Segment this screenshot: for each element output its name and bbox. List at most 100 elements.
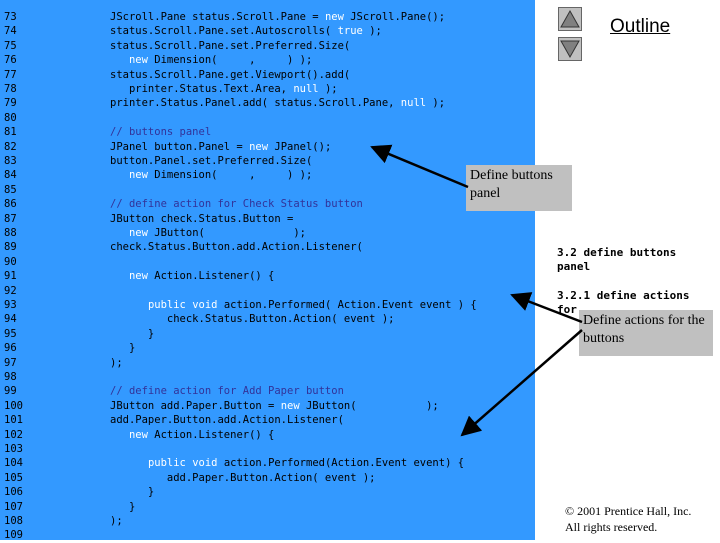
code-text: ); <box>318 83 338 95</box>
line-number: 82 <box>4 140 17 153</box>
code-text: Action.Listener() { <box>147 428 275 441</box>
code-text: add.Paper.Button.Action( event ); <box>110 471 376 484</box>
code-line: new Dimension( , ) ); <box>110 168 312 182</box>
arrow-to-button-panel <box>370 144 469 189</box>
code-text: status.Scroll.Pane.get.Viewport().add( <box>110 68 351 81</box>
code-text: JPanel button.Panel = <box>110 140 250 153</box>
code-line: JScroll.Pane status.Scroll.Pane = new JS… <box>110 10 445 24</box>
line-number: 76 <box>4 54 17 67</box>
line-number: 73 <box>4 11 17 23</box>
code-text: Dimension( , ) ); <box>147 54 313 67</box>
code-text: check.Status.Button.add.Action.Listener( <box>110 241 363 254</box>
code-line: add.Paper.Button.add.Action.Listener( <box>110 413 344 427</box>
code-keyword: null <box>400 97 427 110</box>
code-keyword: new <box>128 428 148 441</box>
code-keyword: new <box>128 54 148 67</box>
side-note-3-2-1-line1: 3.2.1 define actions <box>557 289 690 302</box>
line-number: 92 <box>4 284 17 297</box>
code-text: ); <box>110 356 123 369</box>
code-text: Dimension( , ) ); <box>147 169 313 182</box>
line-number: 106 <box>4 486 23 499</box>
line-number: 101 <box>4 414 23 427</box>
code-keyword: true <box>337 25 363 38</box>
arrow-to-check-status-action <box>510 292 583 324</box>
code-line: JPanel button.Panel = new JPanel(); <box>110 140 331 154</box>
code-line: // define action for Check Status button <box>110 197 363 211</box>
code-keyword: public <box>147 457 186 470</box>
line-number: 105 <box>4 471 23 484</box>
side-note-3-2-1-line2: for <box>557 303 577 316</box>
line-number: 84 <box>4 169 17 182</box>
line-number: 88 <box>4 227 17 239</box>
outline-link[interactable]: Outline <box>610 16 671 37</box>
code-line: new Dimension( , ) ); <box>110 53 312 67</box>
side-note-3-2-line2: panel <box>557 260 591 273</box>
code-line: status.Scroll.Pane.set.Preferred.Size( <box>110 39 350 53</box>
code-line: new JButton( ); <box>110 226 306 240</box>
line-number: 79 <box>4 97 17 110</box>
line-number: 75 <box>4 39 17 52</box>
line-number: 97 <box>4 356 17 369</box>
code-text: JButton( ); <box>147 227 306 239</box>
line-number: 78 <box>4 83 17 95</box>
code-text: JScroll.Pane(); <box>343 11 446 23</box>
triangle-down-icon <box>560 40 580 59</box>
line-number: 93 <box>4 299 17 311</box>
code-line: } <box>110 327 154 341</box>
code-keyword: new <box>128 270 148 283</box>
line-number: 103 <box>4 443 23 455</box>
line-number: 94 <box>4 313 17 326</box>
code-line: ); <box>110 514 123 528</box>
line-number: 95 <box>4 327 17 340</box>
code-line: } <box>110 341 135 355</box>
triangle-up-icon <box>560 9 580 28</box>
line-number: 99 <box>4 385 17 398</box>
code-line: new Action.Listener() { <box>110 428 274 442</box>
line-number: 108 <box>4 515 23 527</box>
code-keyword: new <box>249 140 269 153</box>
line-number: 100 <box>4 399 23 412</box>
code-keyword: new <box>128 227 148 239</box>
line-number: 96 <box>4 342 17 355</box>
code-line: printer.Status.Text.Area, null ); <box>110 82 338 96</box>
line-number: 107 <box>4 500 23 513</box>
code-text: JPanel(); <box>268 140 332 153</box>
copyright-line2: All rights reserved. <box>565 520 658 534</box>
line-number: 74 <box>4 25 17 38</box>
previous-slide-button[interactable] <box>558 7 582 31</box>
code-text: } <box>110 486 155 499</box>
line-number: 87 <box>4 212 17 225</box>
line-number: 80 <box>4 111 17 124</box>
callout-define-buttons-panel: Define buttons panel <box>466 165 572 211</box>
code-text: status.Scroll.Pane.set.Preferred.Size( <box>110 39 351 52</box>
code-line: public void action.Performed(Action.Even… <box>110 456 464 470</box>
next-slide-button[interactable] <box>558 37 582 61</box>
line-number: 104 <box>4 457 23 470</box>
code-text: } <box>110 327 155 340</box>
arrow-to-add-paper-action <box>460 329 583 437</box>
code-text: ); <box>426 97 446 110</box>
code-text: ); <box>362 25 382 38</box>
code-line: } <box>110 500 135 514</box>
copyright-notice: © 2001 Prentice Hall, Inc. All rights re… <box>565 503 691 535</box>
code-listing-panel: 73 JScroll.Pane status.Scroll.Pane = new … <box>0 0 535 542</box>
code-text: add.Paper.Button.add.Action.Listener( <box>110 414 344 427</box>
code-keyword: public <box>147 299 186 311</box>
code-text: } <box>110 500 136 513</box>
line-number: 109 <box>4 529 23 542</box>
side-note-3-2-line1: 3.2 define buttons <box>557 246 677 259</box>
code-line: status.Scroll.Pane.set.Autoscrolls( true… <box>110 24 382 38</box>
code-line: check.Status.Button.add.Action.Listener( <box>110 240 363 254</box>
line-number: 83 <box>4 155 17 167</box>
code-text: printer.Status.Panel.add( status.Scroll.… <box>110 97 401 110</box>
code-keyword: void <box>192 299 218 311</box>
code-comment: // define action for Check Status button <box>110 198 363 211</box>
code-text: check.Status.Button.Action( event ); <box>110 313 395 326</box>
code-line: new Action.Listener() { <box>110 269 274 283</box>
line-number: 91 <box>4 270 17 283</box>
code-keyword: null <box>293 83 319 95</box>
line-number: 85 <box>4 183 17 196</box>
code-line: check.Status.Button.Action( event ); <box>110 312 395 326</box>
code-comment: // define action for Add Paper button <box>110 385 344 398</box>
